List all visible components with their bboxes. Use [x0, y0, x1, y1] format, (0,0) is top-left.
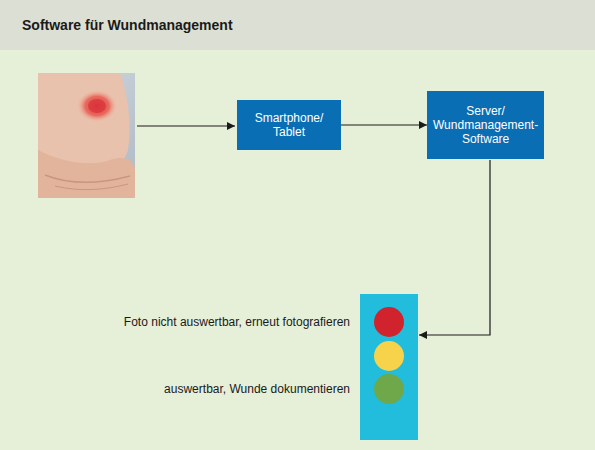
body-ground: [0, 50, 595, 450]
header-band: [0, 0, 595, 50]
process-box: Server/ Wundmanagement- Software: [427, 91, 544, 159]
process-box: Smartphone/ Tablet: [237, 100, 341, 150]
diagram-title: Software für Wundmanagement: [22, 0, 233, 50]
wound-photo: [38, 73, 135, 198]
photo-arrow: [137, 125, 235, 126]
box-label: Server/ Wundmanagement- Software: [433, 104, 538, 146]
status-label: auswertbar, Wunde dokumentieren: [164, 382, 350, 396]
status-label: Foto nicht auswertbar, erneut fotografie…: [124, 315, 350, 329]
result-arrow: [419, 160, 490, 335]
traffic-light: [360, 294, 418, 440]
box-label: Smartphone/ Tablet: [243, 111, 335, 139]
flow-arrow: [341, 124, 427, 125]
